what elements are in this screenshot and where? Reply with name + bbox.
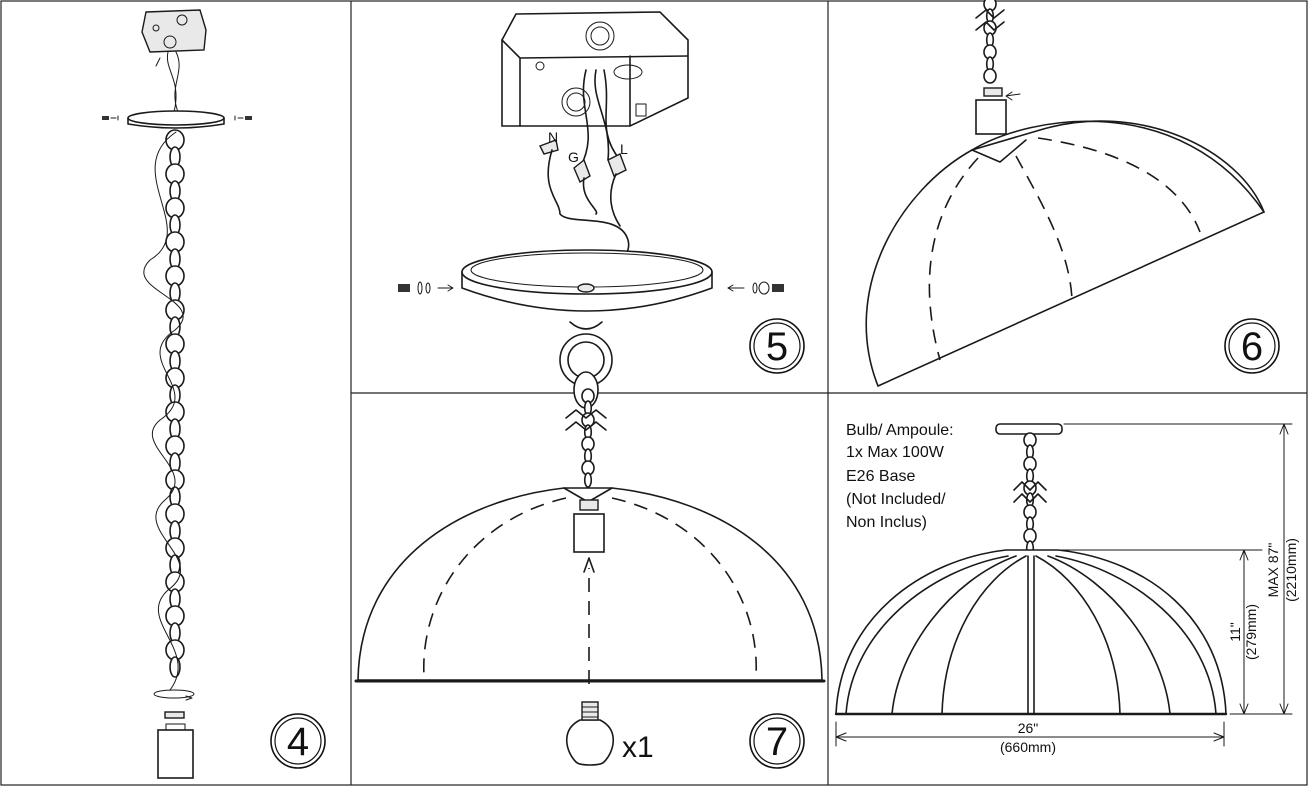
mounting-screw-left-icon xyxy=(102,115,119,121)
max-height-dimension: MAX 87" (2210mm) xyxy=(1063,423,1299,715)
step-badge-4: 4 xyxy=(270,713,326,769)
svg-text:11": 11" xyxy=(1227,622,1243,642)
wire-label-live: L xyxy=(620,141,628,157)
light-bulb-icon xyxy=(565,701,615,766)
mounting-screw-right-icon xyxy=(234,115,252,121)
swivel-ring-icon xyxy=(153,689,195,699)
chain-icon xyxy=(1023,432,1037,556)
chain-break-icon xyxy=(565,409,607,431)
ceiling-loop-icon xyxy=(559,321,613,409)
dome-shade-icon xyxy=(865,120,1266,388)
step-badge-7: 7 xyxy=(749,713,805,769)
svg-text:Non Inclus): Non Inclus) xyxy=(846,514,927,531)
lamp-socket-icon xyxy=(573,499,605,553)
canopy-plate-icon xyxy=(461,249,713,312)
svg-text:26": 26" xyxy=(1018,720,1039,736)
wires-icon xyxy=(155,51,180,113)
insert-arrow-icon xyxy=(583,557,595,684)
svg-text:6: 6 xyxy=(1241,325,1263,369)
chain-link xyxy=(983,68,997,84)
chain-break-icon xyxy=(975,9,1005,31)
panel-step-4: 4 xyxy=(102,9,326,779)
wire-wrap-icon xyxy=(143,131,184,691)
panel-specs: Bulb/ Ampoule: 1x Max 100W E26 Base (Not… xyxy=(834,422,1299,755)
svg-text:(660mm): (660mm) xyxy=(1000,739,1056,755)
mounting-screw-left-icon xyxy=(398,281,454,295)
height-dimension: 11" (279mm) xyxy=(1035,549,1263,715)
lamp-socket-icon xyxy=(975,87,1021,135)
width-dimension: 26" (660mm) xyxy=(835,720,1225,755)
mounting-screw-right-icon xyxy=(727,281,784,295)
panel-step-7: x1 7 xyxy=(354,388,826,769)
svg-text:(Not Included/: (Not Included/ xyxy=(846,491,946,508)
dome-shade-icon xyxy=(834,549,1228,716)
svg-text:Bulb/ Ampoule:: Bulb/ Ampoule: xyxy=(846,422,954,439)
chain-icon xyxy=(983,0,997,84)
chain-break-icon xyxy=(1013,481,1047,503)
wire-label-ground: G xyxy=(568,149,579,165)
chain-icon xyxy=(165,129,185,678)
step-badge-6: 6 xyxy=(1224,318,1280,374)
step-badge-5: 5 xyxy=(749,318,805,374)
canopy-plate-icon xyxy=(127,110,225,129)
bulb-spec-text: Bulb/ Ampoule: 1x Max 100W E26 Base (Not… xyxy=(846,422,954,531)
dome-shade-icon xyxy=(354,487,826,683)
svg-text:1x Max 100W: 1x Max 100W xyxy=(846,444,945,461)
panel-step-5: N G L xyxy=(398,11,805,409)
svg-text:MAX 87": MAX 87" xyxy=(1265,543,1281,598)
svg-text:(279mm): (279mm) xyxy=(1243,604,1259,660)
chain-icon xyxy=(581,388,595,488)
svg-text:E26 Base: E26 Base xyxy=(846,468,915,485)
chain-link xyxy=(583,472,593,488)
panel-step-6: 6 xyxy=(865,0,1280,388)
junction-box-icon xyxy=(141,9,207,53)
svg-text:(2210mm): (2210mm) xyxy=(1283,538,1299,602)
wire-label-neutral: N xyxy=(548,129,558,145)
svg-text:5: 5 xyxy=(766,325,788,369)
junction-box-icon xyxy=(501,11,689,127)
svg-text:4: 4 xyxy=(287,720,309,764)
bulb-quantity: x1 xyxy=(622,731,654,764)
socket-nut-icon xyxy=(164,711,185,719)
svg-text:7: 7 xyxy=(766,720,788,764)
lamp-socket-icon xyxy=(157,723,194,779)
house-wires-icon xyxy=(579,69,621,169)
